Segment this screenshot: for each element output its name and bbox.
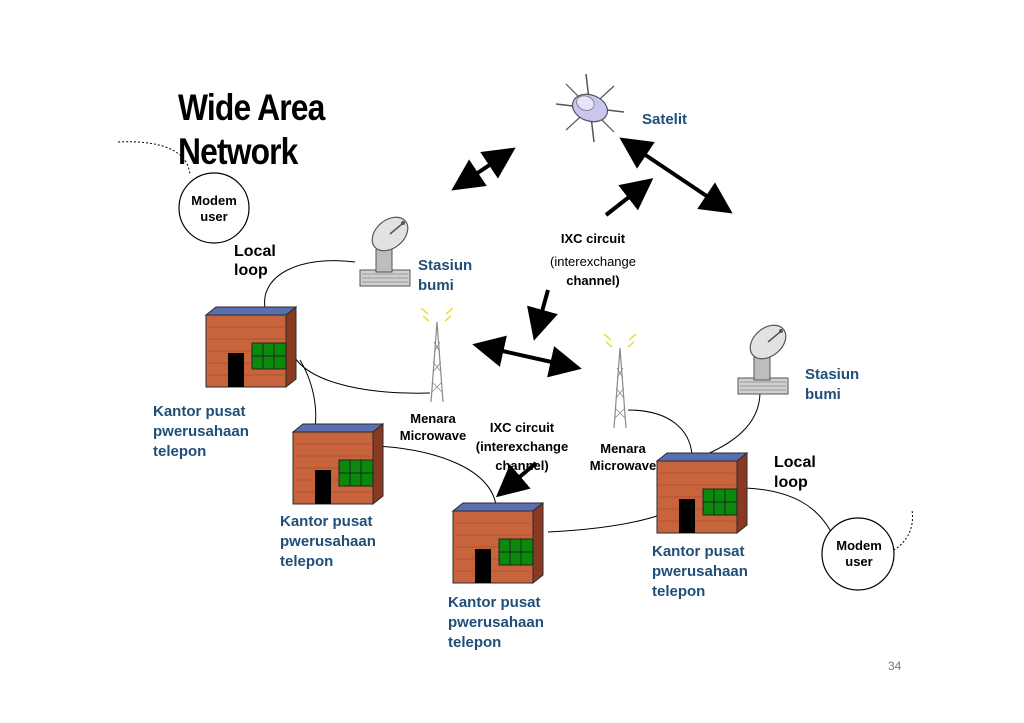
menara-left-line-2: Microwave — [399, 428, 467, 443]
kantor-1-line-1: Kantor pusat — [153, 403, 246, 420]
modem-right-line-2: user — [845, 554, 873, 569]
menara-left-line-1: Menara — [410, 411, 456, 426]
stasiun-left-line-2: bumi — [418, 277, 454, 294]
link-building4-modem-right — [744, 487, 836, 541]
kantor-1-line-2: pwerusahaan — [153, 423, 249, 440]
kantor-pusat-2-label: Kantor pusat pwerusahaan telepon — [280, 512, 376, 572]
kantor-3-line-3: telepon — [448, 634, 502, 651]
microwave-tower-right-icon — [603, 333, 637, 429]
link-building1-dish-left — [264, 260, 356, 309]
arrow-ixc-up — [604, 178, 654, 217]
ixc-mid-line-3: channel) — [495, 458, 549, 473]
local-loop-left-line-2: loop — [234, 262, 268, 279]
link-building3-building4 — [547, 514, 661, 533]
ixc-mid-line-1: IXC circuit — [489, 420, 555, 435]
arrow-satellite-dish-right — [619, 137, 733, 214]
link-building1-building2 — [299, 359, 317, 429]
ixc-top-line-2: (interexchange — [550, 254, 636, 269]
ground-station-left-icon — [359, 209, 416, 287]
link-building2-building3 — [377, 445, 497, 506]
kantor-4-line-1: Kantor pusat — [652, 543, 745, 560]
kantor-pusat-3-label: Kantor pusat pwerusahaan telepon — [448, 593, 544, 653]
stasiun-left-line-1: Stasiun — [418, 257, 473, 274]
diagram-title: Wide Area Network — [178, 86, 325, 174]
modem-user-right-label: Modem user — [828, 538, 890, 570]
modem-left-line-1: Modem — [191, 193, 237, 208]
page-number: 34 — [888, 659, 902, 673]
arrow-microwave-link — [472, 335, 582, 378]
kantor-3-line-2: pwerusahaan — [448, 614, 544, 631]
ixc-circuit-mid-label: IXC circuit (interexchange channel) — [466, 418, 578, 475]
kantor-2-line-1: Kantor pusat — [280, 513, 373, 530]
local-loop-left-label: Local loop — [234, 242, 276, 280]
kantor-4-line-2: pwerusahaan — [652, 563, 748, 580]
ground-station-right-icon — [737, 317, 794, 395]
kantor-1-line-3: telepon — [153, 443, 207, 460]
kantor-pusat-1-label: Kantor pusat pwerusahaan telepon — [153, 402, 249, 462]
menara-microwave-left-label: Menara Microwave — [392, 410, 474, 444]
title-line-1: Wide Area — [178, 87, 325, 128]
title-line-2: Network — [178, 131, 298, 172]
stasiun-bumi-left-label: Stasiun bumi — [418, 256, 472, 296]
menara-right-line-2: Microwave — [589, 458, 657, 473]
stasiun-right-line-2: bumi — [805, 386, 841, 403]
office-building-2-icon — [292, 423, 384, 505]
dotted-link-modem-left — [117, 141, 191, 176]
stasiun-right-line-1: Stasiun — [805, 366, 860, 383]
modem-left-line-2: user — [200, 209, 228, 224]
link-building4-dish-right — [704, 391, 761, 456]
local-loop-left-line-1: Local — [234, 243, 276, 260]
office-building-3-icon — [452, 502, 544, 584]
ixc-top-line-1: IXC circuit — [560, 231, 626, 246]
local-loop-right-label: Local loop — [774, 453, 816, 493]
office-building-4-icon — [656, 452, 748, 534]
arrow-ixc-down — [527, 289, 558, 341]
kantor-pusat-4-label: Kantor pusat pwerusahaan telepon — [652, 542, 748, 602]
microwave-tower-left-icon — [420, 307, 454, 403]
satellite-icon — [555, 73, 625, 143]
ixc-top-line-3: channel) — [566, 273, 620, 288]
link-tower-right-building4 — [627, 409, 693, 456]
arrow-ixc-mid-down — [495, 461, 538, 498]
local-loop-right-line-1: Local — [774, 454, 816, 471]
kantor-2-line-2: pwerusahaan — [280, 533, 376, 550]
menara-microwave-right-label: Menara Microwave — [582, 440, 664, 474]
modem-user-left-label: Modem user — [184, 193, 244, 225]
kantor-2-line-3: telepon — [280, 553, 334, 570]
stasiun-bumi-right-label: Stasiun bumi — [805, 365, 859, 405]
menara-right-line-1: Menara — [600, 441, 646, 456]
local-loop-right-line-2: loop — [774, 474, 808, 491]
modem-right-line-1: Modem — [836, 538, 882, 553]
ixc-mid-line-2: (interexchange — [475, 439, 569, 454]
office-building-1-icon — [205, 306, 297, 388]
kantor-4-line-3: telepon — [652, 583, 706, 600]
ixc-circuit-top-label: IXC circuit (interexchange channel) — [530, 229, 656, 290]
arrow-satellite-dish-left — [451, 147, 516, 191]
modem-user-left-circle — [178, 172, 250, 244]
satelit-label: Satelit — [642, 111, 688, 128]
kantor-3-line-1: Kantor pusat — [448, 594, 541, 611]
modem-user-right-circle — [821, 517, 895, 591]
